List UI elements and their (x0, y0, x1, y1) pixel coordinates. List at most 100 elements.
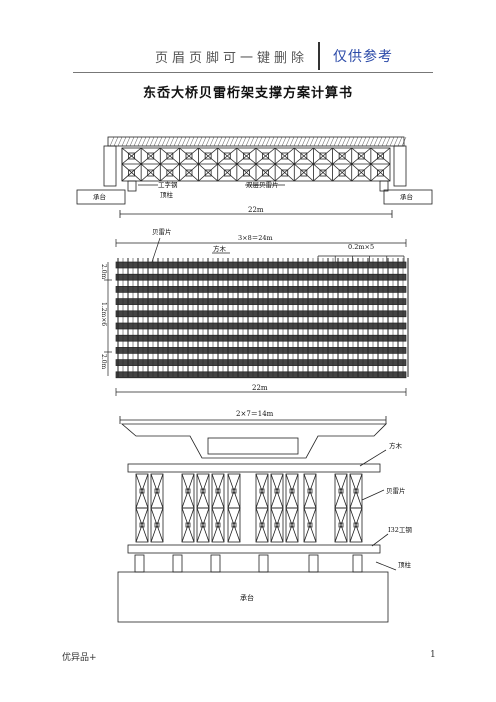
truss-diagonal (332, 147, 352, 165)
bailey-panel-diagonal (285, 524, 293, 543)
bailey-panel-diagonal (276, 524, 284, 543)
deck-hatch-line (117, 136, 123, 147)
truss-node (300, 152, 308, 160)
bailey-panel-diagonal (340, 524, 348, 543)
bailey-panel-diagonal (217, 507, 225, 526)
end-post-left (103, 145, 117, 187)
deck-hatch-line (349, 136, 355, 147)
footer-page-number: 1 (430, 650, 436, 660)
bailey-panel-node (200, 522, 206, 528)
bailey-panel-diagonal (349, 490, 357, 509)
bailey-panel (255, 507, 269, 543)
deck-hatch-line (177, 136, 183, 147)
truss-diagonal (313, 163, 333, 182)
bailey-panel-diagonal (261, 473, 269, 492)
truss-node (185, 152, 193, 160)
timber-row (115, 359, 407, 366)
truss-diagonals (121, 147, 391, 182)
deck-hatch-line (281, 136, 287, 147)
truss-node (300, 169, 308, 177)
bailey-panel-diagonal (211, 524, 219, 543)
bailey-panel-diagonal (334, 473, 342, 492)
truss-diagonal (351, 147, 372, 165)
bailey-panel (285, 507, 299, 543)
fig2-label-bailey: 贝雷片 (152, 227, 172, 236)
truss-node (319, 169, 327, 177)
bailey-panel-diagonal (285, 473, 293, 492)
box-girder-void (207, 437, 299, 455)
timber-row (115, 347, 407, 354)
bailey-panel-diagonal (276, 490, 284, 509)
deck-hatch-line (161, 136, 167, 147)
truss-diagonal (198, 163, 218, 182)
deck-hatch-line (353, 136, 359, 147)
truss-diagonal (160, 147, 180, 165)
bailey-panel-diagonal (255, 490, 263, 509)
bailey-panel-node (289, 488, 295, 494)
deck-hatch-line (201, 136, 207, 147)
deck-hatch-line (297, 136, 303, 147)
bailey-panel-diagonal (196, 524, 204, 543)
deck-hatch-line (397, 136, 403, 147)
bailey-panel-diagonal (291, 524, 299, 543)
deck-hatch-line (277, 136, 283, 147)
deck-hatch-line (237, 136, 243, 147)
support-column (172, 554, 183, 573)
deck-hatch-line (241, 136, 247, 147)
fig2-dimension-bottom: 22m (252, 384, 268, 392)
deck-hatch-line (401, 136, 407, 147)
bailey-panel-diagonal (187, 490, 195, 509)
bailey-panel-diagonal (196, 473, 204, 492)
fig3-label-timber: 方木 (389, 441, 403, 450)
bailey-panel-node (307, 522, 313, 528)
bailey-panel-diagonal (261, 507, 269, 526)
deck-hatch-line (245, 136, 251, 147)
bailey-panel-diagonal (141, 490, 149, 509)
bailey-panel (135, 507, 149, 543)
truss-diagonal (274, 163, 295, 182)
deck-hatch-line (229, 136, 235, 147)
truss-diagonal (217, 163, 238, 182)
deck-hatch-line (313, 136, 319, 147)
fig1-label-double-layer: 双层贝雷片 (246, 180, 279, 189)
support-column (352, 554, 363, 573)
deck-hatch-line (261, 136, 267, 147)
truss-node (204, 169, 212, 177)
bailey-panel-diagonal (141, 473, 149, 492)
truss-node (338, 169, 346, 177)
abutment (117, 571, 389, 623)
truss-node (185, 169, 193, 177)
bailey-panel-diagonal (227, 524, 235, 543)
bailey-panel-node (338, 488, 344, 494)
timber-row (115, 310, 407, 318)
deck-hatch-line (269, 136, 275, 147)
deck-hatch-line (209, 136, 215, 147)
deck-hatch-line (305, 136, 311, 147)
bailey-panel-diagonal (276, 507, 284, 526)
bailey-panel-diagonal (309, 473, 317, 492)
page-title: 东岙大桥贝雷桁架支撑方案计算书 (142, 86, 353, 101)
footer-left-text: 优异品+ (62, 653, 97, 663)
bailey-panel-diagonal (270, 507, 278, 526)
deck-hatch-line (285, 136, 291, 147)
bailey-panel-diagonal (261, 490, 269, 509)
truss-node (281, 152, 289, 160)
header-right-text: 仅供参考 (333, 49, 393, 65)
bailey-panel-diagonal (211, 507, 219, 526)
bailey-panel-diagonal (156, 524, 164, 543)
bailey-panel-diagonal (303, 524, 311, 543)
bailey-panel-diagonal (233, 473, 241, 492)
fig1-label-abutment-right: 承台 (400, 192, 413, 201)
bailey-panel-diagonal (217, 524, 225, 543)
bailey-panel-diagonal (187, 473, 195, 492)
fig3-label-column: 顶柱 (398, 560, 412, 569)
fig2-dim-spacing: 0.2m×5 (348, 243, 374, 251)
deck-hatch-line (249, 136, 255, 147)
bailey-panel-diagonal (233, 490, 241, 509)
bailey-panel-diagonal (135, 507, 143, 526)
bailey-panel-node (259, 522, 265, 528)
header-separator (318, 42, 320, 70)
truss-diagonal (140, 163, 161, 182)
bailey-panel-node (338, 522, 344, 528)
deck-hatch-line (325, 136, 331, 147)
